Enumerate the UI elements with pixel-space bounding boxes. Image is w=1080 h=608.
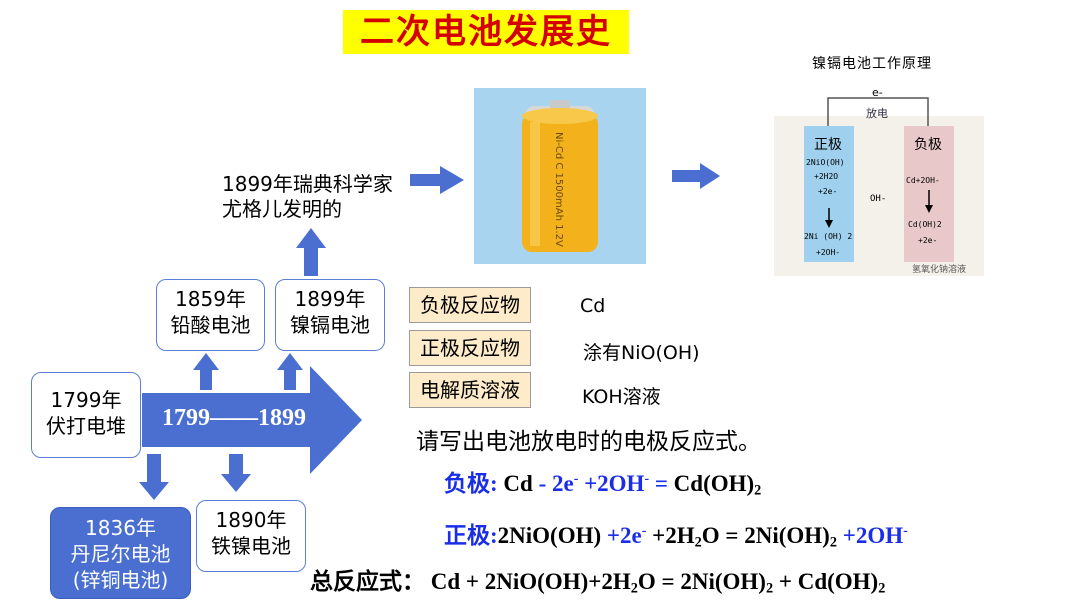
negative-eq-2: Cd(OH)2 (908, 220, 942, 229)
page-title: 二次电池发展史 (343, 10, 629, 54)
timeline-arrow (142, 366, 362, 474)
negative-label: 负极 (914, 137, 942, 153)
value-electrolyte: KOH溶液 (582, 386, 661, 408)
inventor-line2: 尤格儿发明的 (222, 197, 342, 221)
battery-label: Ni-Cd C 1500mAh 1.2V (553, 132, 564, 247)
timeline-range: 1799——1899 (162, 405, 306, 431)
right-arrow-to-diagram (672, 163, 720, 189)
eq-negative: 负极: Cd - 2e- +2OH- = Cd(OH)2 (444, 464, 761, 500)
event-name: 铅酸电池 (170, 313, 251, 337)
question-prompt: 请写出电池放电时的电极反应式。 (416, 429, 761, 455)
event-1836: 1836年 丹尼尔电池 (锌铜电池) (50, 507, 191, 599)
battery-icon: Ni-Cd C 1500mAh 1.2V (522, 100, 598, 252)
eq-positive-label: 正极: (444, 523, 498, 548)
event-year: 1859年 (175, 287, 246, 311)
positive-eq-2: +2H2O (814, 172, 839, 181)
event-name: 铁镍电池 (211, 534, 291, 558)
eq-total-text: Cd + 2NiO(OH)+2H2O = 2Ni(OH)2 + Cd(OH)2 (430, 569, 886, 597)
diagram-title: 镍镉电池工作原理 (812, 56, 932, 72)
positive-eq-5: +2OH- (816, 248, 841, 257)
ion-label: OH- (870, 194, 887, 204)
diagram-graphics (774, 97, 984, 276)
negative-eq-3: +2e- (918, 236, 938, 245)
down-arrow-1890 (221, 454, 251, 492)
event-subname: (锌铜电池) (72, 568, 169, 592)
event-1799: 1799年 伏打电堆 (31, 372, 141, 458)
battery-image: Ni-Cd C 1500mAh 1.2V (474, 88, 646, 264)
event-year: 1836年 (85, 516, 156, 540)
inventor-note: 1899年瑞典科学家 尤格儿发明的 (222, 172, 393, 222)
value-positive-reactant: 涂有NiO(OH) (583, 342, 700, 364)
positive-eq-4: 2Ni (OH) 2 (804, 232, 853, 241)
event-year: 1799年 (50, 388, 122, 412)
positive-label: 正极 (814, 137, 842, 153)
up-arrow-1899 (277, 353, 303, 390)
event-name: 伏打电堆 (46, 414, 126, 438)
tag-negative-reactant: 负极反应物 (409, 287, 531, 323)
inventor-line1: 1899年瑞典科学家 (222, 172, 393, 196)
event-year: 1890年 (215, 508, 287, 532)
eq-negative-text: Cd - 2e- +2OH- = Cd(OH)2 (503, 470, 762, 499)
eq-positive: 正极:2NiO(OH) +2e- +2H2O = 2Ni(OH)2 +2OH- (444, 516, 908, 552)
event-1899: 1899年 镍镉电池 (275, 279, 385, 351)
down-arrow-1836 (139, 454, 169, 500)
right-arrow-to-battery (410, 166, 464, 194)
tag-electrolyte: 电解质溶液 (409, 372, 531, 408)
eq-total: 总反应式： Cd + 2NiO(OH)+2H2O = 2Ni(OH)2 + Cd… (310, 562, 885, 598)
up-arrow-1859 (193, 353, 219, 390)
event-1859: 1859年 铅酸电池 (156, 279, 265, 351)
event-name: 镍镉电池 (290, 313, 370, 337)
electrolyte-label: 氢氧化钠溶液 (912, 265, 967, 275)
value-negative-reactant: Cd (580, 295, 606, 317)
eq-negative-label: 负极: (444, 471, 498, 496)
negative-eq-1: Cd+2OH- (906, 176, 940, 185)
electron-label: e- (872, 86, 883, 99)
event-year: 1899年 (294, 287, 366, 311)
eq-positive-text: 2NiO(OH) +2e- +2H2O = 2Ni(OH)2 +2OH- (497, 522, 908, 551)
positive-eq-3: +2e- (818, 187, 838, 196)
positive-eq-1: 2NiO(OH) (806, 158, 845, 167)
event-1890: 1890年 铁镍电池 (196, 500, 306, 572)
nicd-diagram: 镍镉电池工作原理 e- 放电 正极 2NiO(OH) +2H2O +2e- 2N… (752, 48, 1052, 288)
discharge-label: 放电 (866, 107, 888, 120)
event-name: 丹尼尔电池 (70, 542, 171, 566)
up-arrow-inventor (296, 228, 326, 276)
tag-positive-reactant: 正极反应物 (409, 330, 531, 366)
eq-total-label: 总反应式： (310, 569, 425, 594)
